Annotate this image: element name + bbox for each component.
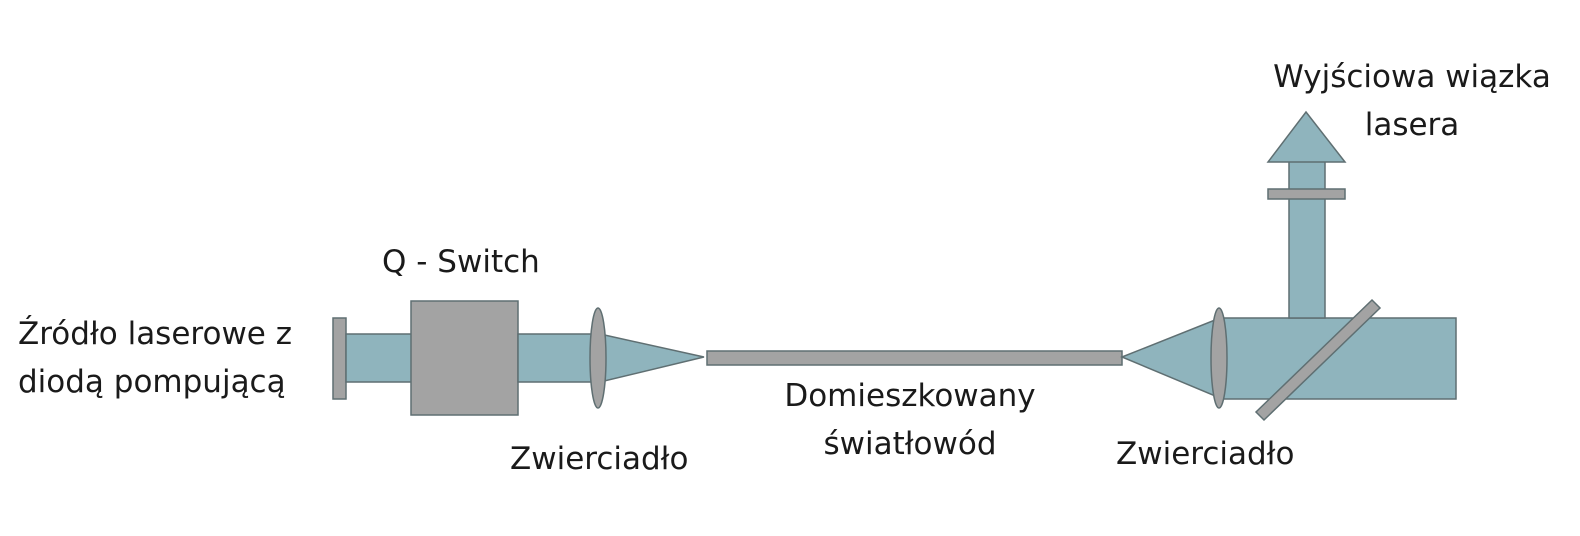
beam-qswitch-to-lens [517, 333, 599, 383]
label-q-switch: Q - Switch [382, 244, 540, 280]
label-output-beam: Wyjściowa wiązka lasera [1273, 59, 1551, 144]
output-window-plate [1267, 188, 1346, 200]
mirror-lens-right [1210, 307, 1228, 409]
beam-splitter-plate [1254, 298, 1382, 422]
label-doped-fiber: Domieszkowany światłowód [784, 378, 1036, 463]
doped-fiber [706, 350, 1123, 366]
output-arrow-head [1266, 110, 1347, 163]
pump-diode-cap [332, 317, 347, 400]
beam-output-vertical [1288, 159, 1326, 319]
focus-cone-left [599, 333, 705, 383]
beam-output-body [1219, 317, 1457, 400]
label-mirror-left: Zwierciadło [510, 441, 689, 477]
q-switch-block [410, 300, 519, 416]
focus-cone-right [1120, 316, 1221, 400]
label-mirror-right: Zwierciadło [1116, 436, 1295, 472]
mirror-lens-left [589, 307, 607, 409]
label-pump-diode-source: Źródło laserowe z diodą pompującą [18, 316, 292, 401]
beam-source-to-qswitch [345, 333, 413, 383]
